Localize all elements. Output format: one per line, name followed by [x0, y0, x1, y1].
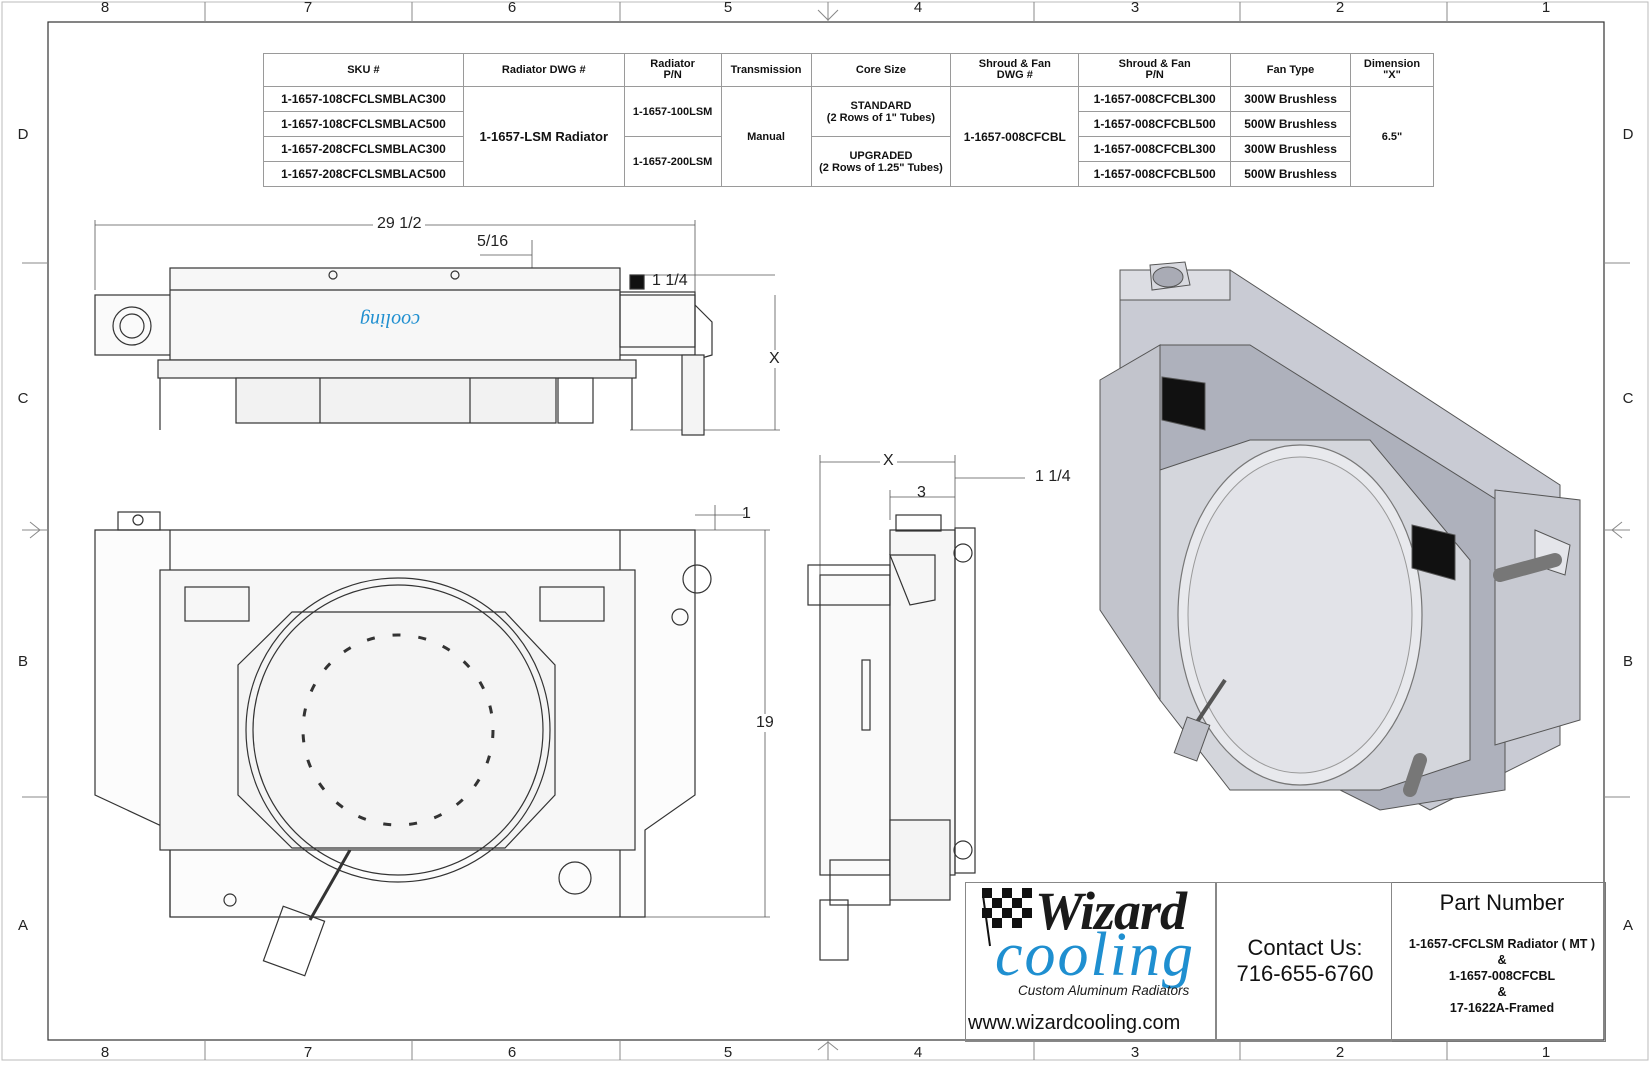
sku-cell: 1-1657-108CFCLSMBLAC300 — [263, 86, 464, 112]
zone-row-c: C — [17, 390, 29, 407]
zone-row-d: D — [17, 126, 29, 143]
zone-col-6: 6 — [507, 0, 517, 16]
contact-label: Contact Us: — [1247, 935, 1363, 960]
zone-col-5: 5 — [723, 0, 733, 16]
fan-type-cell: 500W Brushless — [1230, 161, 1351, 187]
radiator-pn-cell: 1-1657-100LSM — [623, 86, 722, 137]
side-core-dimension: 3 — [917, 484, 926, 501]
side-depth-dimension: X — [880, 452, 897, 470]
radiator-dwg-cell: 1-1657-LSM Radiator — [462, 86, 625, 187]
part-number-line: 1-1657-008CFCBL — [1448, 969, 1556, 983]
header-radiator-dwg: Radiator DWG # — [462, 53, 625, 87]
table-row: 1-1657-108CFCLSMBLAC500 1-1657-008CFCBL5… — [263, 111, 1434, 137]
zone-row-a: A — [17, 917, 28, 934]
zone-col-7: 7 — [303, 0, 313, 16]
zone-col-1: 1 — [1541, 0, 1551, 16]
shroud-pn-cell: 1-1657-008CFCBL500 — [1078, 111, 1232, 137]
sku-cell: 1-1657-208CFCLSMBLAC300 — [263, 136, 464, 162]
shroud-pn-cell: 1-1657-008CFCBL300 — [1078, 86, 1232, 112]
header-shroud-dwg: Shroud & Fan DWG # — [950, 53, 1080, 87]
zone-col-8: 8 — [100, 0, 110, 16]
zone-col-5-bottom: 5 — [723, 1044, 733, 1061]
zone-col-4: 4 — [913, 0, 923, 16]
part-number-line: & — [1497, 985, 1507, 999]
transmission-cell: Manual — [720, 86, 812, 187]
zone-row-a-right: A — [1622, 917, 1633, 934]
zone-col-4-bottom: 4 — [913, 1044, 923, 1061]
part-number-list: 1-1657-CFCLSM Radiator ( MT ) & 1-1657-0… — [1390, 936, 1614, 1016]
header-sku: SKU # — [263, 53, 464, 87]
dimension-x-cell: 6.5" — [1349, 86, 1435, 187]
core-size-cell: UPGRADED (2 Rows of 1.25" Tubes) — [810, 136, 952, 187]
contact-info: Contact Us: 716-655-6760 — [1215, 935, 1395, 987]
zone-col-6-bottom: 6 — [507, 1044, 517, 1061]
checkered-flag-icon — [982, 888, 1032, 947]
table-row: 1-1657-208CFCLSMBLAC300 1-1657-200LSM UP… — [263, 136, 1434, 187]
zone-col-3: 3 — [1130, 0, 1140, 16]
zone-row-d-right: D — [1622, 126, 1634, 143]
header-shroud-pn: Shroud & Fan P/N — [1078, 53, 1232, 87]
part-number-line: & — [1497, 953, 1507, 967]
sku-spec-table: SKU # Radiator DWG # Radiator P/N Transm… — [263, 53, 1435, 187]
table-row: 1-1657-108CFCLSMBLAC300 1-1657-LSM Radia… — [263, 86, 1435, 187]
header-dimension-x: Dimension "X" — [1349, 53, 1435, 87]
svg-text:cooling: cooling — [360, 309, 420, 331]
part-number-title: Part Number — [1439, 890, 1565, 915]
shroud-dwg-cell: 1-1657-008CFCBL — [950, 86, 1080, 187]
radiator-pn-cell: 1-1657-200LSM — [623, 136, 722, 187]
fan-type-cell: 500W Brushless — [1230, 111, 1351, 137]
zone-col-1-bottom: 1 — [1541, 1044, 1551, 1061]
zone-row-b-right: B — [1622, 653, 1633, 670]
table-header-row: SKU # Radiator DWG # Radiator P/N Transm… — [263, 53, 1435, 87]
header-fan-type: Fan Type — [1230, 53, 1351, 87]
title-block-logo-cell — [965, 882, 1217, 1042]
zone-col-8-bottom: 8 — [100, 1044, 110, 1061]
header-core-size: Core Size — [810, 53, 952, 87]
zone-row-c-right: C — [1622, 390, 1634, 407]
contact-phone[interactable]: 716-655-6760 — [1236, 961, 1374, 986]
part-number-line: 1-1657-CFCLSM Radiator ( MT ) — [1408, 937, 1596, 951]
part-number-line: 17-1622A-Framed — [1449, 1001, 1555, 1015]
top-offset-dimension: 5/16 — [477, 233, 509, 250]
header-transmission: Transmission — [720, 53, 812, 87]
front-offset-dimension: 1 — [742, 505, 751, 522]
front-height-dimension: 19 — [756, 714, 774, 732]
zone-col-2: 2 — [1335, 0, 1345, 16]
sku-cell: 1-1657-108CFCLSMBLAC500 — [263, 111, 464, 137]
zone-col-7-bottom: 7 — [303, 1044, 313, 1061]
top-depth-dimension: X — [769, 350, 780, 368]
zone-col-3-bottom: 3 — [1130, 1044, 1140, 1061]
side-tank-dimension: 1 1/4 — [1035, 468, 1071, 485]
table-row: 1-1657-208CFCLSMBLAC500 1-1657-008CFCBL5… — [263, 161, 1434, 187]
top-width-dimension: 29 1/2 — [373, 215, 426, 233]
logo-tagline: Custom Aluminum Radiators — [1018, 983, 1190, 998]
zone-col-2-bottom: 2 — [1335, 1044, 1345, 1061]
shroud-pn-cell: 1-1657-008CFCBL500 — [1078, 161, 1232, 187]
zone-row-b: B — [17, 653, 28, 670]
title-block-contact-cell — [1215, 882, 1392, 1042]
sku-cell: 1-1657-208CFCLSMBLAC500 — [263, 161, 464, 187]
website-link[interactable]: www.wizardcooling.com — [968, 1012, 1181, 1034]
top-tank-dimension: 1 1/4 — [652, 272, 688, 289]
shroud-pn-cell: 1-1657-008CFCBL300 — [1078, 136, 1232, 162]
